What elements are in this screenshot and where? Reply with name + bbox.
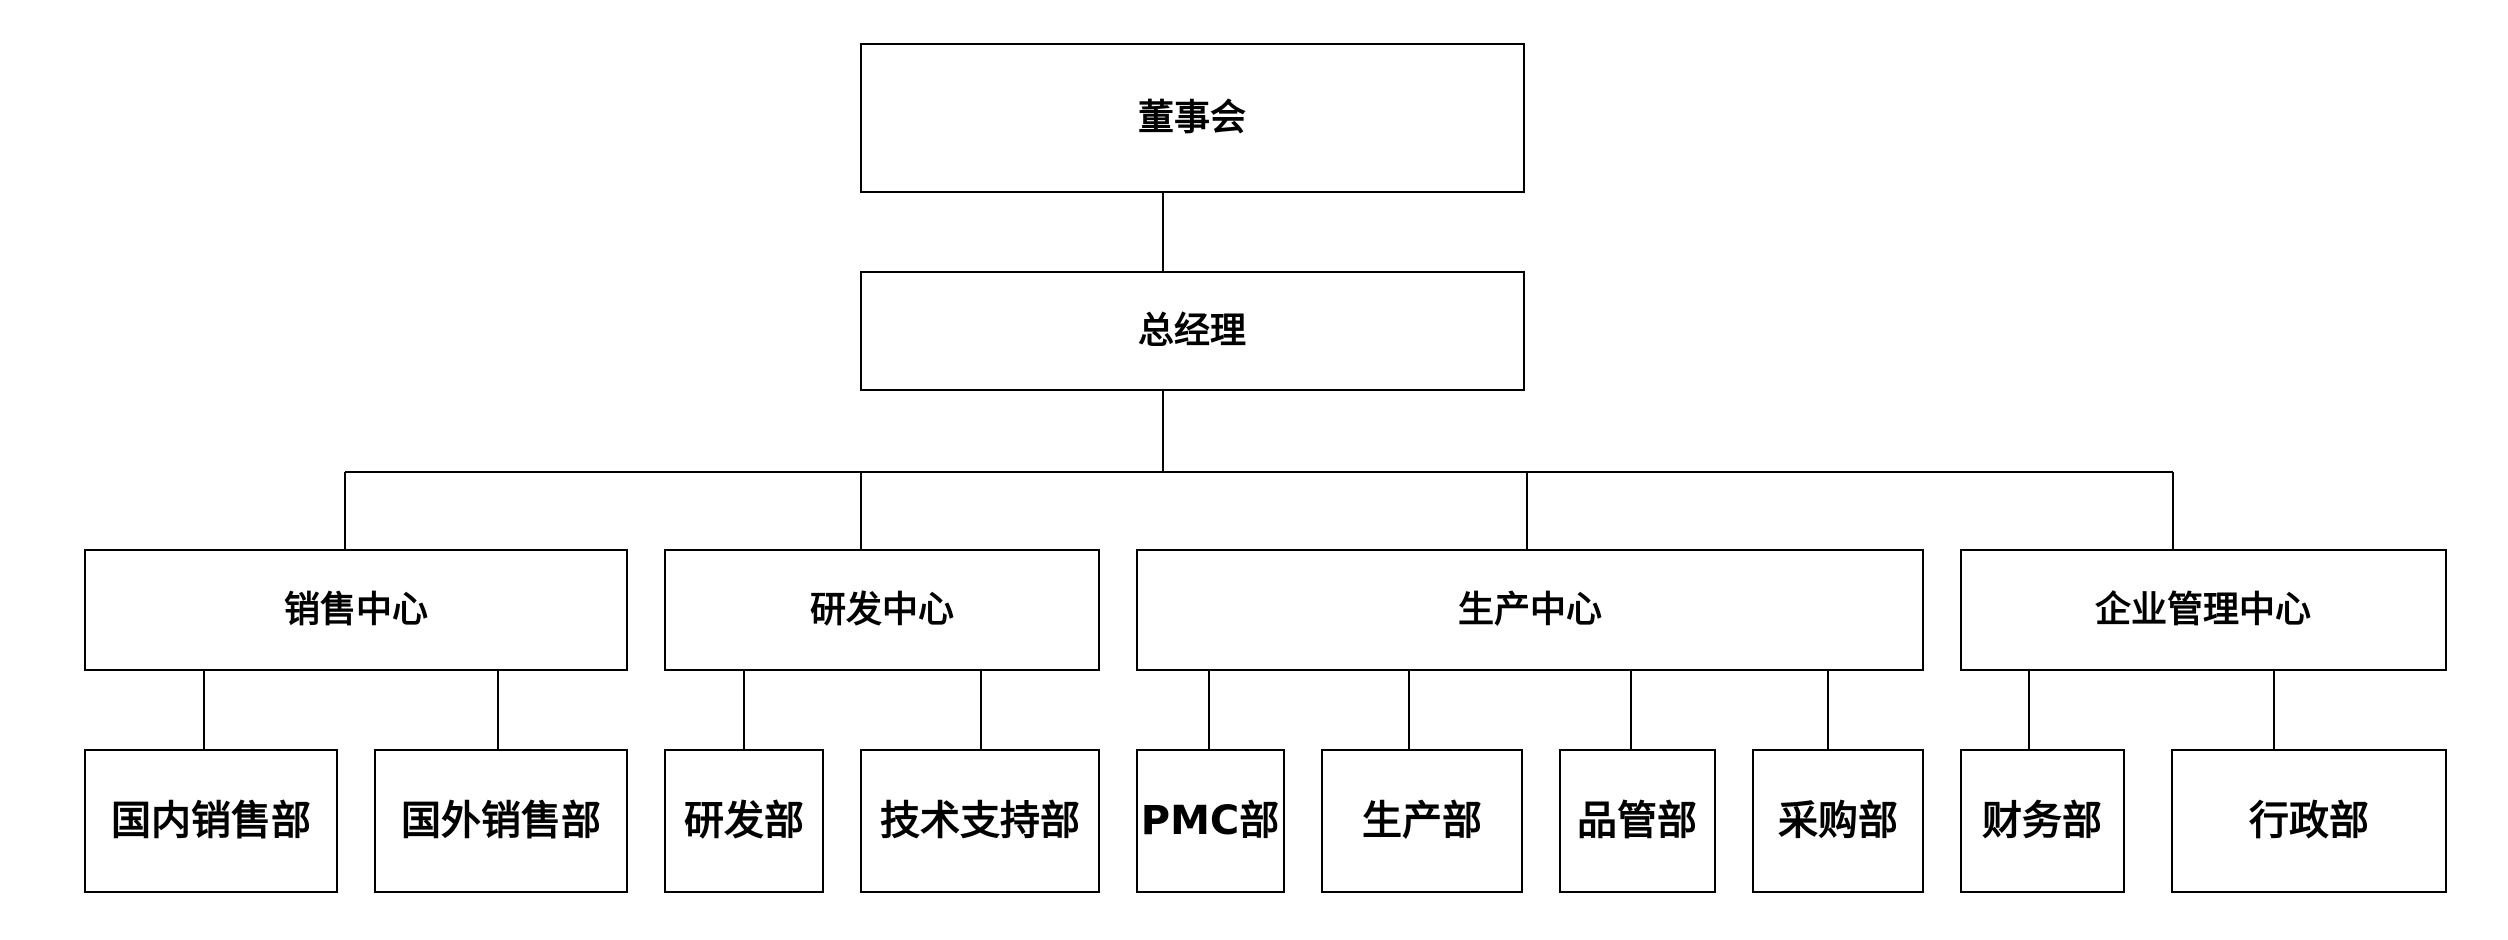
node-foreign-sales-dept-label: 国外销售部 (401, 798, 601, 844)
node-domestic-sales-dept-label: 国内销售部 (111, 798, 311, 844)
node-quality-dept: 品管部 (1559, 749, 1716, 893)
node-admin-dept-label: 行政部 (2249, 798, 2369, 844)
node-tech-support-dept-label: 技术支持部 (880, 798, 1080, 844)
node-board: 董事会 (860, 43, 1525, 193)
node-production-dept-label: 生产部 (1362, 798, 1482, 844)
node-production-center-label: 生产中心 (1458, 590, 1602, 631)
node-management-center: 企业管理中心 (1960, 549, 2447, 671)
node-production-dept: 生产部 (1321, 749, 1523, 893)
node-finance-dept-label: 财务部 (1982, 798, 2102, 844)
node-sales-center-label: 销售中心 (284, 590, 428, 631)
node-production-center: 生产中心 (1136, 549, 1924, 671)
node-admin-dept: 行政部 (2171, 749, 2447, 893)
node-purchasing-dept: 采购部 (1752, 749, 1924, 893)
node-board-label: 董事会 (1138, 98, 1246, 139)
node-purchasing-dept-label: 采购部 (1778, 798, 1898, 844)
node-rd-dept-label: 研发部 (684, 798, 804, 844)
node-management-center-label: 企业管理中心 (2095, 589, 2311, 631)
node-tech-support-dept: 技术支持部 (860, 749, 1100, 893)
node-finance-dept: 财务部 (1960, 749, 2125, 893)
node-rd-center: 研发中心 (664, 549, 1100, 671)
node-sales-center: 销售中心 (84, 549, 628, 671)
node-domestic-sales-dept: 国内销售部 (84, 749, 338, 893)
node-general-manager-label: 总经理 (1138, 311, 1246, 352)
node-foreign-sales-dept: 国外销售部 (374, 749, 628, 893)
node-pmc-dept: PMC部 (1136, 749, 1285, 893)
node-quality-dept-label: 品管部 (1577, 798, 1697, 844)
node-rd-dept: 研发部 (664, 749, 824, 893)
node-pmc-dept-label: PMC部 (1141, 798, 1279, 844)
node-rd-center-label: 研发中心 (810, 590, 954, 631)
connectors (203, 192, 2275, 750)
node-general-manager: 总经理 (860, 271, 1525, 391)
